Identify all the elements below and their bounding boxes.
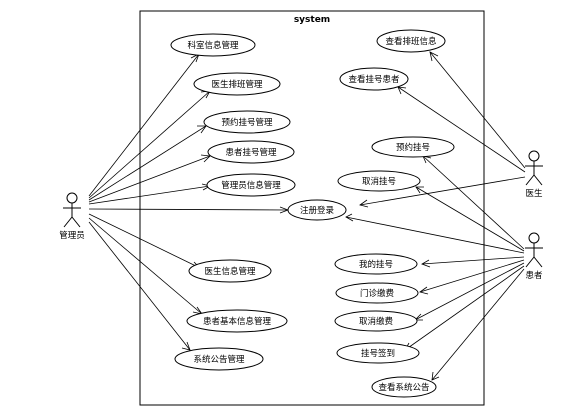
use-case-label: 查看系统公告 bbox=[378, 382, 429, 393]
assoc-admin-doctor-info bbox=[88, 213, 201, 269]
stick-figure-icon bbox=[525, 150, 543, 186]
stick-figure-icon bbox=[63, 192, 81, 228]
assoc-patient-checkin bbox=[404, 265, 525, 351]
assoc-patient-announcement bbox=[431, 268, 525, 381]
assoc-admin-patient-basic bbox=[88, 217, 203, 315]
assoc-admin-doctor-schedule bbox=[88, 90, 211, 199]
use-case-label: 患者基本信息管理 bbox=[203, 316, 272, 327]
assoc-admin-register bbox=[88, 208, 289, 211]
use-case-label: 管理员信息管理 bbox=[221, 180, 281, 191]
system-boundary bbox=[139, 10, 485, 406]
actor-label: 管理员 bbox=[59, 230, 85, 241]
use-case-label: 医生排班管理 bbox=[211, 79, 263, 90]
actor-admin[interactable]: 管理员 bbox=[59, 192, 85, 241]
use-case-view-reg-patients[interactable]: 查看挂号患者 bbox=[339, 67, 409, 91]
arrowhead bbox=[415, 186, 424, 194]
system-title: system bbox=[294, 15, 330, 25]
actor-label: 患者 bbox=[525, 270, 543, 281]
use-case-doctor-schedule[interactable]: 医生排班管理 bbox=[193, 72, 281, 96]
assoc-admin-admin-info bbox=[88, 185, 211, 205]
assoc-patient-cancel-fee bbox=[414, 262, 525, 321]
use-case-announcement-mgmt[interactable]: 系统公告管理 bbox=[174, 347, 264, 371]
use-case-appointment-mgmt[interactable]: 预约挂号管理 bbox=[203, 110, 291, 134]
assoc-admin-announcement bbox=[88, 221, 191, 351]
use-case-label: 科室信息管理 bbox=[187, 40, 239, 51]
use-case-checkin[interactable]: 挂号签到 bbox=[336, 342, 420, 364]
associations bbox=[88, 51, 526, 381]
actor-patient[interactable]: 患者 bbox=[525, 232, 543, 281]
assoc-patient-cancel-reg bbox=[415, 186, 525, 252]
use-case-appointment[interactable]: 预约挂号 bbox=[371, 136, 455, 158]
use-case-outpatient-fee[interactable]: 门诊缴费 bbox=[335, 282, 419, 304]
assoc-admin-appointment-mgmt bbox=[88, 125, 207, 201]
use-case-label: 查看排班信息 bbox=[385, 36, 437, 47]
assoc-patient-appointment bbox=[422, 155, 525, 250]
use-case-label: 查看挂号患者 bbox=[348, 74, 400, 85]
use-case-view-schedule[interactable]: 查看排班信息 bbox=[376, 29, 446, 53]
assoc-admin-patient-reg bbox=[88, 155, 211, 203]
use-case-cancel-fee[interactable]: 取消缴费 bbox=[334, 310, 418, 332]
assoc-doctor-view-patients bbox=[397, 86, 526, 173]
arrowhead bbox=[359, 199, 369, 208]
use-case-label: 注册登录 bbox=[300, 205, 335, 216]
use-case-label: 医生信息管理 bbox=[204, 266, 256, 277]
use-case-label: 门诊缴费 bbox=[360, 288, 395, 299]
assoc-patient-fee bbox=[419, 259, 525, 293]
assoc-patient-my-reg bbox=[421, 256, 525, 265]
use-case-admin-info[interactable]: 管理员信息管理 bbox=[206, 173, 296, 197]
use-case-label: 取消挂号 bbox=[362, 176, 396, 187]
use-case-dept-info[interactable]: 科室信息管理 bbox=[170, 33, 256, 57]
arrowhead bbox=[431, 371, 440, 381]
use-case-label: 系统公告管理 bbox=[193, 354, 245, 365]
use-case-cancel-reg[interactable]: 取消挂号 bbox=[337, 170, 421, 192]
use-case-label: 挂号签到 bbox=[361, 348, 395, 359]
actor-label: 医生 bbox=[525, 188, 543, 199]
use-case-label: 预约挂号管理 bbox=[221, 117, 273, 128]
arrowhead bbox=[345, 213, 354, 222]
use-case-view-announcement[interactable]: 查看系统公告 bbox=[371, 376, 437, 398]
arrowhead bbox=[181, 341, 191, 351]
assoc-doctor-view-schedule bbox=[429, 51, 526, 169]
arrowhead bbox=[429, 51, 439, 62]
use-case-patient-basic[interactable]: 患者基本信息管理 bbox=[186, 309, 288, 333]
arrowhead bbox=[419, 286, 429, 295]
use-case-label: 患者挂号管理 bbox=[225, 147, 277, 158]
use-case-label: 预约挂号 bbox=[396, 142, 430, 153]
assoc-patient-register bbox=[345, 216, 525, 254]
assoc-doctor-register bbox=[359, 176, 526, 206]
arrowhead bbox=[421, 259, 431, 268]
use-case-label: 取消缴费 bbox=[359, 316, 394, 327]
actor-doctor[interactable]: 医生 bbox=[525, 150, 543, 199]
use-case-register-login[interactable]: 注册登录 bbox=[287, 199, 347, 221]
use-case-my-reg[interactable]: 我的挂号 bbox=[334, 253, 418, 275]
stick-figure-icon bbox=[525, 232, 543, 268]
use-case-doctor-info[interactable]: 医生信息管理 bbox=[188, 259, 272, 283]
assoc-admin-dept-info bbox=[88, 53, 200, 197]
use-case-patient-reg-mgmt[interactable]: 患者挂号管理 bbox=[207, 140, 295, 164]
use-case-label: 我的挂号 bbox=[359, 259, 393, 270]
